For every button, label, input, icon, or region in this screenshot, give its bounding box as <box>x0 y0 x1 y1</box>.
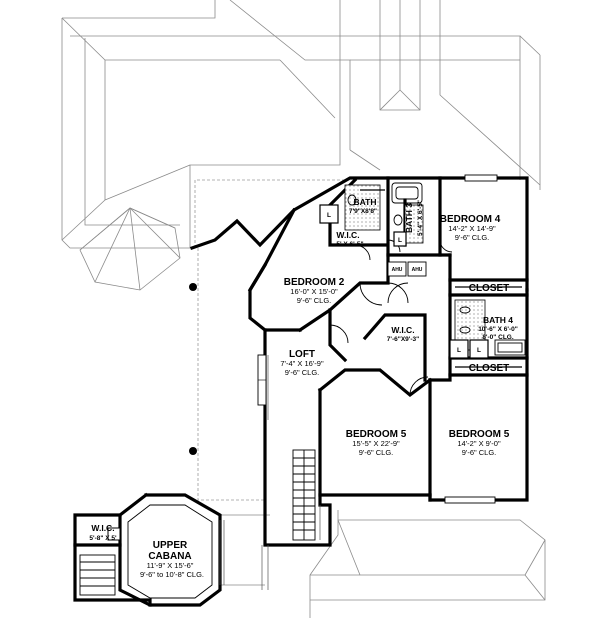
wic-top-name: W.I.C. <box>336 230 359 240</box>
bath-name: BATH <box>354 197 377 207</box>
loft-clg: 9'-6" CLG. <box>285 368 320 377</box>
bedroom5-right-dim: 14'-2" X 9'-0" <box>457 439 501 448</box>
roof-outline <box>61 0 546 618</box>
linen-label-3: L <box>457 347 461 354</box>
linen-label-2: L <box>398 237 402 244</box>
upper-cabana-name: UPPER <box>153 540 188 551</box>
wic-mid-dim: 7'-6"X9'-3" <box>387 336 419 343</box>
bath4-dim: 10'-6" X 6'-0" <box>478 326 518 333</box>
porch-columns <box>189 283 197 455</box>
wic-top-dim: 5' X 6'-5" <box>336 241 363 248</box>
cabana-walls <box>73 492 225 607</box>
bedroom5-left-name: BEDROOM 5 <box>346 429 407 440</box>
loft-dim: 7'-4" X 16'-9" <box>280 359 324 368</box>
linen-label-4: L <box>477 347 481 354</box>
bath-dim: 7'9"X8'8" <box>349 208 377 215</box>
loft-stairs <box>292 449 316 541</box>
bedroom2-name: BEDROOM 2 <box>284 277 345 288</box>
door-swings <box>329 239 453 396</box>
loft-name: LOFT <box>289 349 315 360</box>
upper-cabana-name2: CABANA <box>148 551 191 562</box>
ahu-units <box>387 261 427 277</box>
bedroom4-dim: 14'-2" X 14'-9" <box>448 224 496 233</box>
bath3-dim: 5'-4" X 6'-5" <box>417 200 424 236</box>
bedroom5-right-clg: 9'-6" CLG. <box>462 448 497 457</box>
bedroom4-clg: 9'-6" CLG. <box>455 233 490 242</box>
ahu-label-2: AHU <box>412 267 423 273</box>
linen-label-1: L <box>327 212 331 219</box>
upper-cabana-clg: 9'-6" to 10'-8" CLG. <box>140 570 204 579</box>
room-labels: BATH 7'9"X8'8" BATH 3 5'-4" X 6'-5" W.I.… <box>89 197 517 579</box>
bedroom5-right-name: BEDROOM 5 <box>449 429 510 440</box>
windows <box>257 174 498 504</box>
wic-cabana-name: W.I.C. <box>91 523 114 533</box>
bedroom2-dim: 16'-0" X 15'-0" <box>290 287 338 296</box>
ahu-label-1: AHU <box>392 267 403 273</box>
wic-mid-name: W.I.C. <box>391 325 414 335</box>
bath4-clg: 8'-0" CLG. <box>482 334 514 341</box>
bedroom4-name: BEDROOM 4 <box>440 214 501 225</box>
closet-shelves <box>360 189 522 368</box>
closet-lower-name: CLOSET <box>469 363 510 374</box>
bedroom5-left-dim: 15'-5" X 22'-9" <box>352 439 400 448</box>
upper-cabana-dim: 11'-9" X 15'-6" <box>147 561 194 570</box>
railings <box>261 355 321 590</box>
closet-upper-name: CLOSET <box>469 283 510 294</box>
bath3-name: BATH 3 <box>404 203 414 233</box>
bedroom5-left-clg: 9'-6" CLG. <box>359 448 394 457</box>
linen-closets <box>319 204 489 359</box>
wic-cabana-dim: 5'-8" X 5' <box>89 535 117 542</box>
bath4-name: BATH 4 <box>483 315 513 325</box>
bedroom2-clg: 9'-6" CLG. <box>297 296 332 305</box>
